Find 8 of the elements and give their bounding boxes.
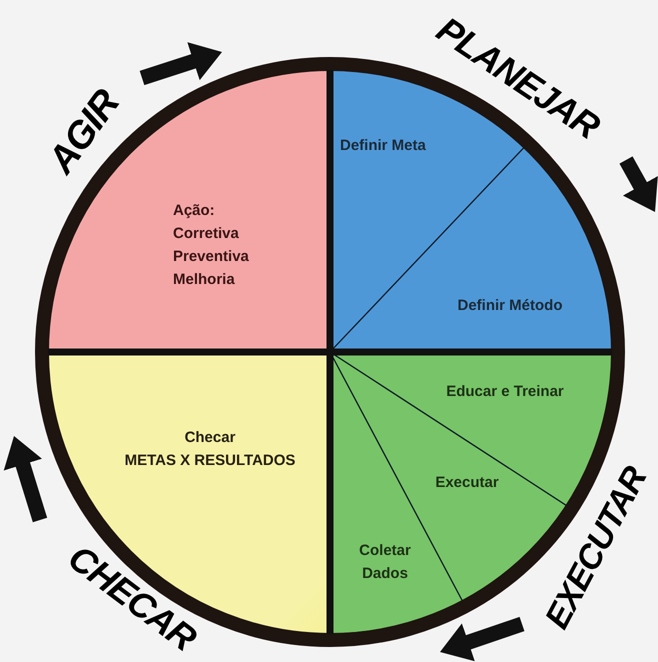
segment-label: Executar xyxy=(434,473,500,493)
segment-label: Ação: Corretiva Preventiva Melhoria xyxy=(173,201,250,290)
segment-label: Definir Meta xyxy=(340,136,427,156)
segment-label: Checar xyxy=(184,428,236,448)
segment-label: Coletar Dados xyxy=(358,541,412,584)
segment-label: Definir Método xyxy=(456,296,564,316)
segment-label: Educar e Treinar xyxy=(445,382,565,402)
segment-label: METAS X RESULTADOS xyxy=(124,451,296,471)
